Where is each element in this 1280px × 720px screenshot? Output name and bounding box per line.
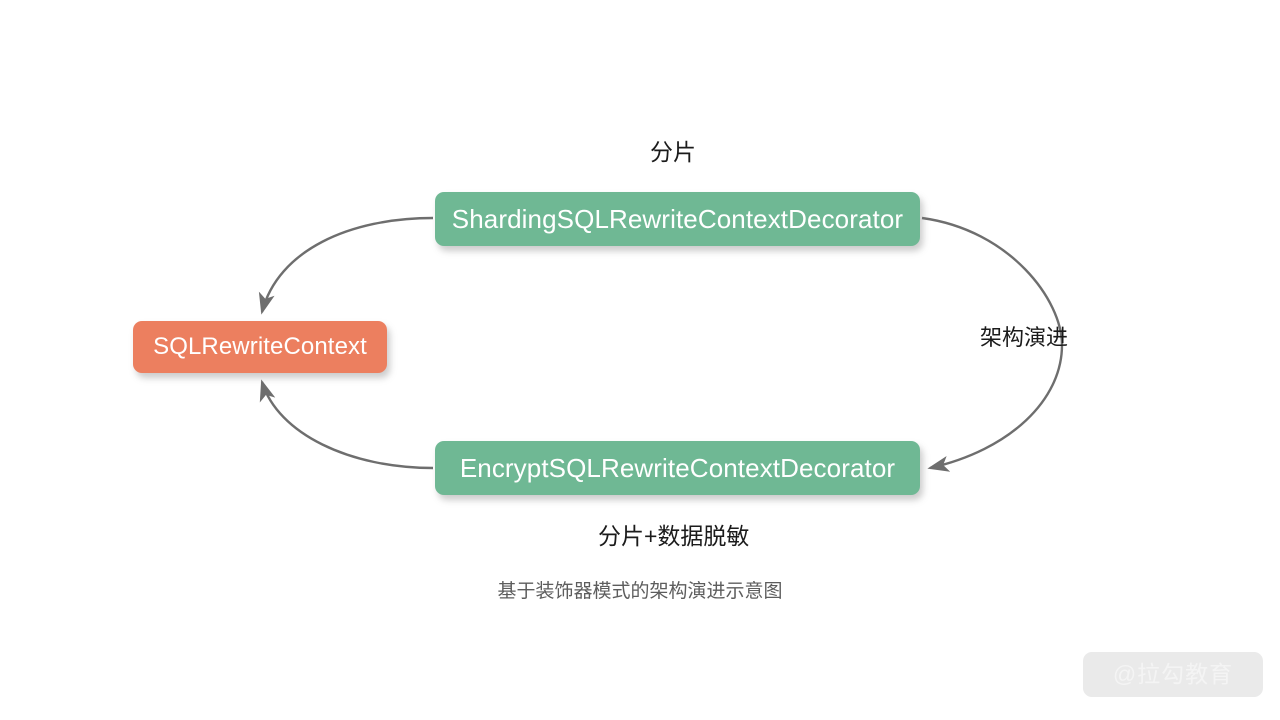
node-encrypt-decorator[interactable]: EncryptSQLRewriteContextDecorator <box>435 441 920 495</box>
watermark-text: @拉勾教育 <box>1112 661 1234 687</box>
node-encrypt-decorator-label: EncryptSQLRewriteContextDecorator <box>459 453 896 483</box>
edge-encrypt-to-context-path <box>259 379 434 470</box>
diagram-caption: 基于装饰器模式的架构演进示意图 <box>497 581 783 602</box>
edge-sharding-to-context-path <box>258 216 434 315</box>
node-sharding-decorator[interactable]: ShardingSQLRewriteContextDecorator <box>435 192 920 246</box>
edge-label-sharding: 分片 <box>650 139 696 165</box>
watermark-badge: @拉勾教育 <box>1083 652 1263 697</box>
node-sql-rewrite-context[interactable]: SQLRewriteContext <box>133 321 387 373</box>
node-sql-rewrite-context-label: SQLRewriteContext <box>153 333 367 360</box>
node-sharding-decorator-label: ShardingSQLRewriteContextDecorator <box>451 204 904 234</box>
edge-label-sharding-plus-encrypt: 分片+数据脱敏 <box>598 523 750 549</box>
edge-label-architecture-evolution: 架构演进 <box>980 325 1069 350</box>
